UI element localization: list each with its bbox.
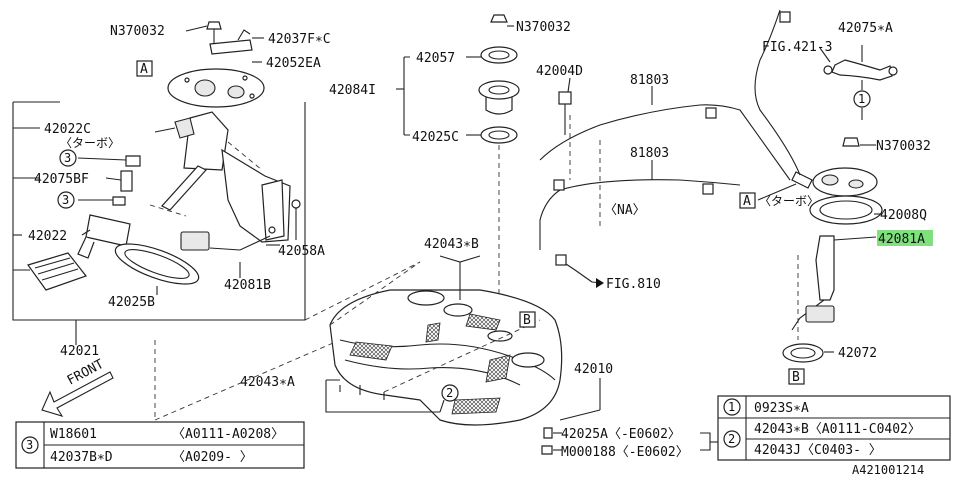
pump-assembly-group — [12, 21, 306, 345]
pump-flange-plate[interactable] — [167, 68, 265, 108]
bolt-m000188[interactable] — [541, 445, 553, 455]
breather-pipes-group — [539, 9, 813, 288]
sub-tank-sender-group — [782, 45, 933, 363]
marker-b-tank: B — [523, 313, 531, 328]
label-42008q: 42008Q — [880, 208, 927, 223]
clip-42004d[interactable] — [558, 91, 572, 105]
legend-left-row2-range: 〈A0209- 〉 — [172, 450, 253, 465]
marker-box-a-left — [136, 60, 153, 77]
marker-box-a-right — [739, 192, 756, 209]
labels-pipes: 42004D 81803 81803 〈NA〉 FIG.810 A 〈ターボ〉 — [536, 64, 819, 292]
label-42072: 42072 — [838, 346, 877, 361]
fuel-tank-group: 2 — [154, 255, 718, 455]
label-42025c: 42025C — [412, 130, 459, 145]
marker-1: 1 — [858, 92, 865, 106]
fuel-tank-42010[interactable] — [329, 289, 563, 426]
filler-ring-group — [396, 14, 520, 330]
label-n370032-right: N370032 — [876, 139, 931, 154]
legend-right-ref-2: 2 — [728, 432, 735, 446]
grommet-42025a[interactable] — [543, 427, 553, 439]
arrow-fig810 — [596, 278, 604, 288]
legend-left-row1-range: 〈A0111-A0208〉 — [172, 427, 284, 442]
label-42075bf: 42075BF — [34, 172, 89, 187]
label-42084i: 42084I — [329, 83, 376, 98]
marker-circle-3-b — [57, 191, 75, 209]
highlight-42081a — [877, 230, 933, 246]
labels-right: FIG.421-3 42075∗A 1 N370032 42008Q 42081… — [762, 21, 931, 385]
label-fig421-3[interactable]: FIG.421-3 — [762, 40, 832, 55]
label-42043b: 42043∗B — [424, 237, 479, 252]
label-42025b: 42025B — [108, 295, 155, 310]
ring-42057[interactable] — [480, 46, 518, 64]
legend-right-row2: 42043∗B〈A0111-C0402〉 — [754, 422, 921, 437]
legend-right-row3: 42043J〈C0403- 〉 — [754, 443, 882, 458]
nut-n370032-mid[interactable] — [490, 14, 508, 23]
hose-42075a[interactable] — [831, 59, 893, 81]
marker-a-left: A — [140, 62, 148, 77]
label-42010: 42010 — [574, 362, 613, 377]
labels-tank: 42043∗B 42043∗A 42010 42025A〈-E0602〉 M00… — [240, 237, 689, 460]
label-42081b: 42081B — [224, 278, 271, 293]
marker-3-b: 3 — [62, 193, 69, 207]
marker-box-b-right — [788, 368, 805, 385]
marker-box-b-tank — [519, 311, 536, 328]
label-na: 〈NA〉 — [604, 203, 646, 218]
sender-unit-42081b[interactable] — [180, 231, 210, 251]
sender-42081a[interactable] — [815, 235, 835, 301]
float-42081a[interactable] — [805, 305, 835, 323]
label-42022c: 42022C — [44, 122, 91, 137]
marker-3-a: 3 — [64, 151, 71, 165]
connector-42022c[interactable] — [174, 117, 195, 139]
label-n370032-mid: N370032 — [516, 20, 571, 35]
label-42057: 42057 — [416, 51, 455, 66]
front-arrow-icon — [41, 371, 114, 417]
label-42021: 42021 — [60, 344, 99, 359]
label-81803-a: 81803 — [630, 73, 669, 88]
label-42075a: 42075∗A — [838, 21, 893, 36]
legend-right: 1 2 0923S∗A 42043∗B〈A0111-C0402〉 42043J〈… — [717, 395, 951, 461]
label-42022c-sub: 〈ターボ〉 — [60, 136, 120, 150]
gasket-42025c[interactable] — [480, 126, 518, 144]
bracket-42052ea[interactable] — [209, 39, 253, 55]
labels-middle: N370032 42057 42084I 42025C — [329, 20, 571, 145]
nut-n370032-top[interactable] — [206, 21, 222, 30]
legend-left-ref: 3 — [26, 438, 33, 452]
label-42022: 42022 — [28, 229, 67, 244]
legend-left-row1-part: W18601 — [50, 427, 97, 442]
label-42025a: 42025A〈-E0602〉 — [561, 427, 681, 442]
clip-w18601[interactable] — [125, 155, 141, 167]
marker-a-right: A — [743, 194, 751, 209]
level-sensor-42058a[interactable] — [261, 179, 285, 241]
legend-left-row2-part: 42037B∗D — [50, 450, 113, 465]
ring-42072[interactable] — [782, 343, 824, 363]
label-42081a: 42081A — [878, 232, 925, 247]
marker-circle-1 — [853, 90, 871, 108]
diagram-id: A421001214 — [852, 463, 924, 477]
label-42052ea: 42052EA — [266, 56, 321, 71]
nut-n370032-right[interactable] — [842, 137, 860, 147]
marker-b-right: B — [792, 370, 800, 385]
hose-42075bf[interactable] — [120, 170, 133, 192]
label-n370032-top: N370032 — [110, 24, 165, 39]
label-42004d: 42004D — [536, 64, 583, 79]
legend-left: 3 W18601 〈A0111-A0208〉 42037B∗D 〈A0209- … — [15, 421, 305, 469]
label-turbo-right: 〈ターボ〉 — [759, 194, 819, 208]
front-indicator: FRONT — [41, 357, 114, 417]
label-81803-b: 81803 — [630, 146, 669, 161]
labels-left: N370032 42037F∗C 42052EA 42022C 〈ターボ〉 42… — [28, 24, 331, 359]
marker-2-tank: 2 — [446, 386, 453, 400]
legend-right-row1: 0923S∗A — [754, 401, 809, 416]
label-42058a: 42058A — [278, 244, 325, 259]
label-fig810[interactable]: FIG.810 — [606, 277, 661, 292]
label-42037f: 42037F∗C — [268, 32, 331, 47]
marker-circle-3-a — [59, 149, 77, 167]
filter-42022-net[interactable] — [27, 252, 87, 291]
gasket-42025b[interactable] — [111, 236, 203, 292]
gasket-42008q[interactable] — [809, 195, 883, 225]
label-42043a: 42043∗A — [240, 375, 295, 390]
marker-circle-2-tank — [441, 384, 459, 402]
legend-right-ref-1: 1 — [728, 400, 735, 414]
label-m000188: M000188〈-E0602〉 — [561, 445, 689, 460]
